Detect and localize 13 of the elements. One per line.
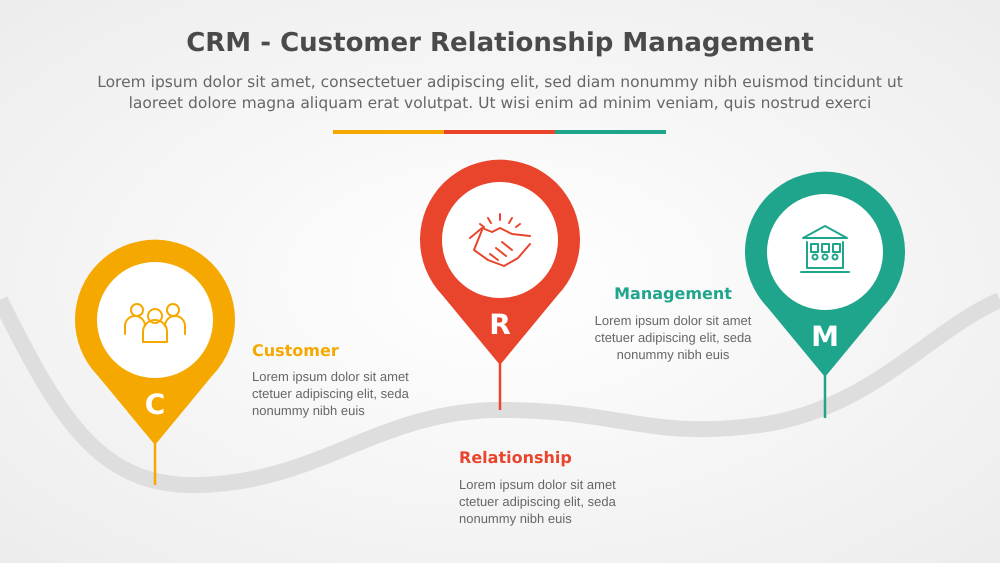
pin-letter: M — [810, 320, 840, 353]
description-text: Lorem ipsum dolor sit amet ctetuer adipiscing elit, seda nonummy nibh euis — [594, 312, 752, 363]
description-text: Lorem ipsum dolor sit amet ctetuer adipiscing elit, seda nonummy nibh euis — [252, 368, 410, 419]
location-pin — [418, 158, 582, 412]
section-heading: Management — [613, 284, 733, 303]
pin-letter: C — [144, 388, 166, 421]
description-text: Lorem ipsum dolor sit amet ctetuer adipiscing elit, seda nonummy nibh euis — [459, 476, 617, 527]
subtitle: Lorem ipsum dolor sit amet, consectetuer adipiscing elit, sed diam nonummy nibh euismod tincidunt ut laoreet dolore magna aliquam erat volutpat. Ut wisi enim ad minim veniam, quis nostrud exerci — [96, 72, 904, 114]
pin-letter: R — [488, 308, 512, 341]
section-heading: Relationship — [459, 448, 572, 467]
title: CRM - Customer Relationship Management — [185, 28, 815, 58]
section-heading: Customer — [252, 341, 339, 360]
location-pin — [73, 238, 237, 487]
